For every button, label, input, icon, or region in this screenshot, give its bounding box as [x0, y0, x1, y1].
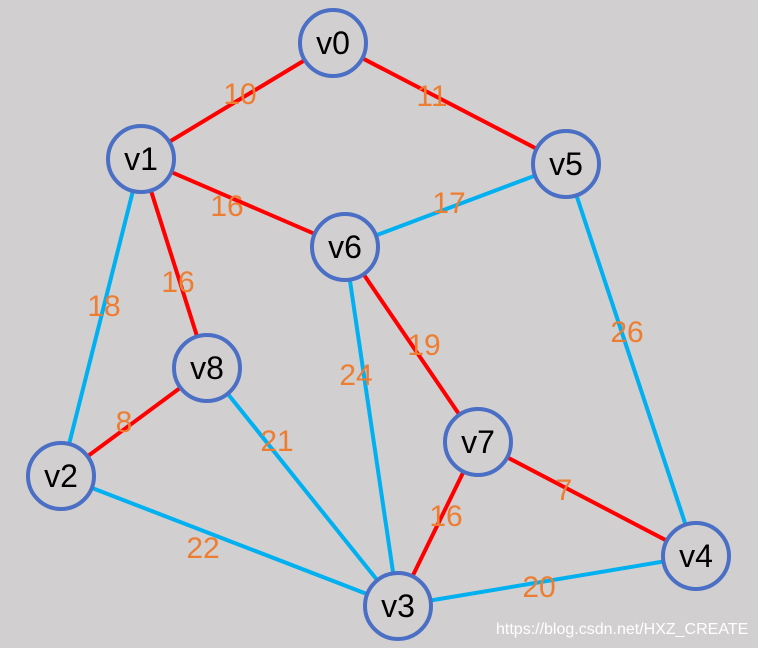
- node-v2: v2: [26, 441, 96, 511]
- edge-v6-v3: [347, 277, 396, 576]
- node-v6: v6: [310, 212, 380, 282]
- edge-weight-v3-v4: 20: [522, 571, 555, 604]
- node-circle-v8: [172, 333, 242, 403]
- edge-v5-v4: [574, 193, 688, 527]
- node-label-v5: v5: [549, 146, 583, 182]
- nodes-layer: v0 v1 v2 v3 v4 v5 v6 v7 v8: [26, 8, 731, 641]
- edge-v2-v3: [89, 485, 370, 597]
- edge-v1-v2: [67, 189, 135, 446]
- node-v0: v0: [298, 8, 368, 78]
- edge-v1-v6: [169, 170, 317, 236]
- node-circle-v0: [298, 8, 368, 78]
- edges-layer: [67, 56, 688, 603]
- edge-v6-v7: [361, 272, 462, 417]
- weights-layer: 10 11 16 16 18 17 26 19 24 8 21 22 16 7 20: [87, 78, 643, 604]
- edge-v8-v3: [225, 391, 380, 583]
- edge-weight-v5-v6: 17: [432, 187, 465, 220]
- edge-v7-v3: [410, 469, 466, 579]
- node-circle-v7: [443, 407, 513, 477]
- node-v8: v8: [172, 333, 242, 403]
- edge-weight-v1-v8: 16: [161, 266, 194, 299]
- edge-weight-v0-v1: 10: [223, 78, 256, 111]
- edge-v3-v4: [428, 559, 666, 603]
- node-label-v6: v6: [328, 229, 362, 265]
- edge-weight-v1-v6: 16: [210, 190, 243, 223]
- node-circle-v3: [363, 571, 433, 641]
- edge-weight-v5-v4: 26: [610, 316, 643, 349]
- edge-weight-v6-v7: 19: [407, 329, 440, 362]
- edge-weight-v0-v5: 11: [416, 80, 447, 113]
- watermark: https://blog.csdn.net/HXZ_CREATE: [496, 621, 748, 638]
- edge-weight-v8-v3: 21: [260, 425, 293, 458]
- node-v7: v7: [443, 407, 513, 477]
- node-circle-v1: [106, 124, 176, 194]
- node-v4: v4: [661, 521, 731, 591]
- node-label-v7: v7: [461, 424, 495, 460]
- edge-v1-v8: [148, 188, 200, 339]
- node-label-v8: v8: [190, 350, 224, 386]
- node-label-v4: v4: [679, 538, 713, 574]
- node-circle-v5: [531, 129, 601, 199]
- edge-weight-v7-v4: 7: [556, 474, 573, 507]
- edge-v0-v5: [360, 56, 539, 151]
- edge-weight-v2-v3: 22: [186, 532, 219, 565]
- edge-weight-v7-v3: 16: [429, 500, 462, 533]
- edge-weight-v8-v2: 8: [116, 406, 133, 439]
- node-v1: v1: [106, 124, 176, 194]
- node-circle-v2: [26, 441, 96, 511]
- edge-v5-v6: [373, 173, 538, 238]
- node-label-v0: v0: [316, 25, 350, 61]
- node-label-v1: v1: [124, 141, 158, 177]
- node-circle-v6: [310, 212, 380, 282]
- edge-v0-v1: [167, 58, 307, 144]
- node-label-v3: v3: [381, 588, 415, 624]
- node-v5: v5: [531, 129, 601, 199]
- node-circle-v4: [661, 521, 731, 591]
- node-label-v2: v2: [44, 458, 78, 494]
- node-v3: v3: [363, 571, 433, 641]
- edge-weight-v1-v2: 18: [87, 290, 120, 323]
- edge-weight-v6-v3: 24: [339, 359, 372, 392]
- edge-v7-v4: [505, 455, 669, 543]
- edge-v8-v2: [85, 385, 183, 459]
